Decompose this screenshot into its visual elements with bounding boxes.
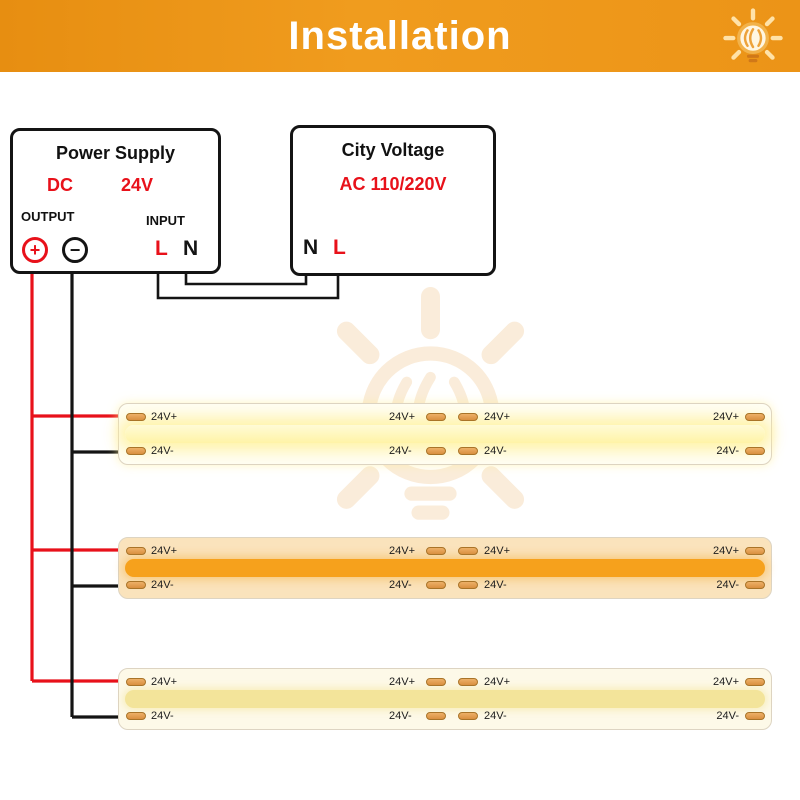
output-label: OUTPUT [21, 209, 75, 224]
brand-bulb-icon [723, 8, 783, 63]
led-strip-orange: 24V+ 24V- 24V+ 24V- 24V+ 24V- 24V+ 24V- [118, 537, 772, 599]
negative-terminal: − [62, 237, 88, 263]
pad-label: 24V+ [713, 545, 739, 557]
pad-label: 24V+ [484, 676, 510, 688]
solder-pad [458, 678, 478, 686]
input-neutral-label: N [183, 237, 199, 260]
pad-label: 24V+ [151, 676, 177, 688]
led-strip-warm-white: 24V+ 24V- 24V+ 24V- 24V+ 24V- 24V+ 24V- [118, 403, 772, 465]
solder-pad [426, 712, 446, 720]
solder-pad [426, 678, 446, 686]
led-emitting-band [125, 690, 765, 708]
pad-label: 24V- [151, 579, 174, 591]
solder-pad [426, 581, 446, 589]
dc-positive-wire [30, 252, 122, 683]
city-voltage-box: City Voltage AC 110/220V N L [290, 125, 496, 276]
pad-label: 24V- [484, 445, 507, 457]
city-voltage-title: City Voltage [341, 140, 445, 160]
solder-pad [745, 678, 765, 686]
page-title: Installation [288, 13, 512, 58]
solder-pad [126, 712, 146, 720]
pad-label: 24V+ [484, 545, 510, 557]
solder-pad [458, 447, 478, 455]
pad-label: 24V- [484, 579, 507, 591]
pad-label: 24V- [484, 710, 507, 722]
solder-pad [745, 447, 765, 455]
dc-negative-wire [70, 252, 122, 719]
solder-pad [126, 547, 146, 555]
pad-label: 24V- [716, 710, 739, 722]
solder-pad [426, 413, 446, 421]
plus-icon: + [29, 239, 41, 260]
pad-label: 24V+ [151, 411, 177, 423]
ac-voltage-value: AC 110/220V [339, 174, 447, 194]
solder-pad [458, 581, 478, 589]
solder-pad [458, 712, 478, 720]
pad-label: 24V- [389, 579, 412, 591]
solder-pad [126, 447, 146, 455]
solder-pad [745, 547, 765, 555]
led-emitting-band [125, 425, 765, 443]
positive-terminal: + [22, 237, 48, 263]
solder-pad [126, 678, 146, 686]
pad-label: 24V- [716, 579, 739, 591]
pad-label: 24V- [716, 445, 739, 457]
solder-pad [458, 547, 478, 555]
solder-pad [745, 581, 765, 589]
solder-pad [426, 547, 446, 555]
pad-label: 24V+ [151, 545, 177, 557]
solder-pad [458, 413, 478, 421]
pad-label: 24V+ [389, 545, 415, 557]
pad-label: 24V- [389, 710, 412, 722]
solder-pad [126, 581, 146, 589]
city-live-label: L [333, 236, 346, 259]
solder-pad [745, 712, 765, 720]
title-banner: Installation [0, 0, 800, 72]
led-emitting-band [125, 559, 765, 577]
dc-voltage-value: 24V [121, 175, 154, 195]
pad-label: 24V+ [713, 411, 739, 423]
minus-icon: − [69, 239, 81, 260]
pad-label: 24V+ [484, 411, 510, 423]
pad-label: 24V- [151, 710, 174, 722]
city-neutral-label: N [303, 236, 319, 259]
solder-pad [745, 413, 765, 421]
pad-label: 24V- [389, 445, 412, 457]
input-label: INPUT [146, 213, 185, 228]
pad-label: 24V- [151, 445, 174, 457]
solder-pad [126, 413, 146, 421]
input-live-label: L [155, 237, 168, 260]
led-strip-yellow: 24V+ 24V- 24V+ 24V- 24V+ 24V- 24V+ 24V- [118, 668, 772, 730]
pad-label: 24V+ [389, 411, 415, 423]
power-supply-box: Power Supply DC 24V OUTPUT INPUT + − L N [10, 128, 221, 274]
solder-pad [426, 447, 446, 455]
pad-label: 24V+ [389, 676, 415, 688]
power-supply-title: Power Supply [55, 143, 176, 163]
dc-label: DC [47, 175, 73, 195]
pad-label: 24V+ [713, 676, 739, 688]
